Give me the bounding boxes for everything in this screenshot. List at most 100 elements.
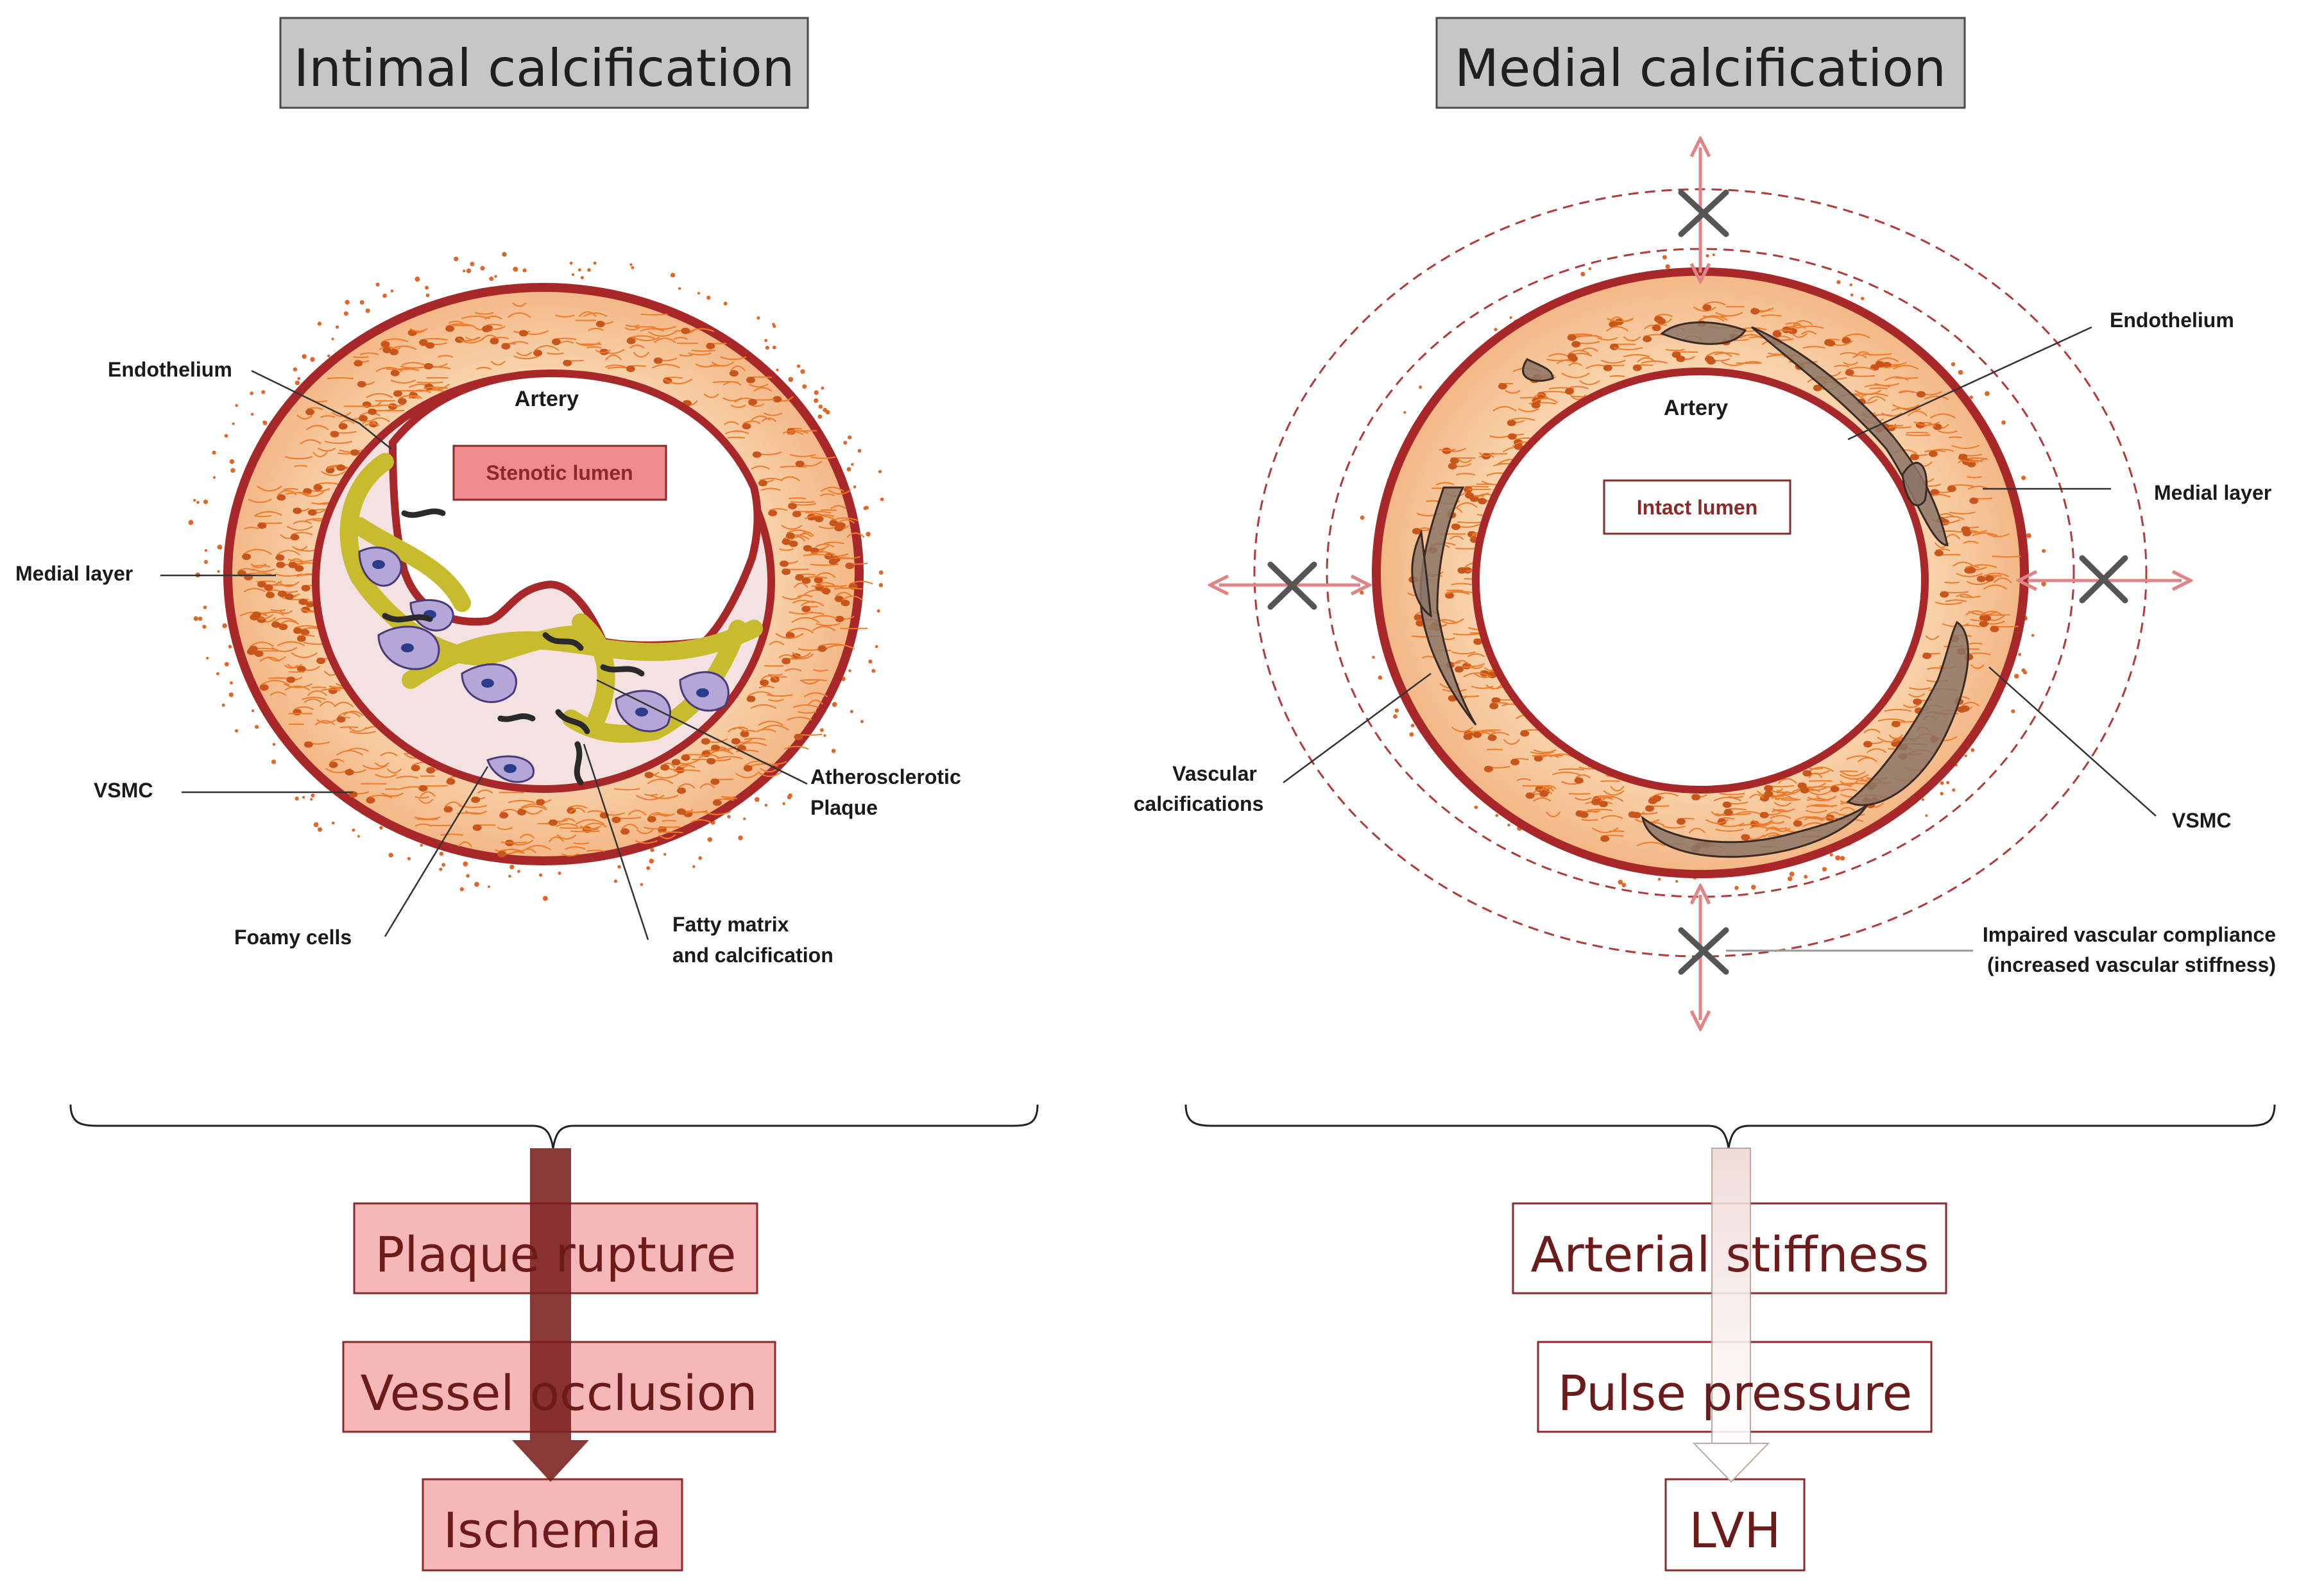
adventitia-dot — [782, 802, 785, 806]
adventitia-dot — [203, 499, 209, 504]
vsmc-nucleus — [1922, 652, 1932, 659]
vsmc-nucleus — [1600, 835, 1610, 842]
medial-fiber — [1770, 815, 1791, 819]
vsmc-nucleus — [758, 480, 767, 487]
adventitia-dot — [1360, 590, 1364, 595]
medial-fiber — [1546, 359, 1569, 362]
medial-fiber — [518, 805, 547, 811]
vsmc-nucleus — [252, 611, 261, 618]
medial-fiber — [448, 320, 464, 324]
medial-fiber — [524, 810, 543, 815]
vsmc-nucleus — [1705, 355, 1714, 362]
vsmc-nucleus — [418, 785, 428, 792]
medial-fiber — [757, 771, 783, 777]
medial-fiber — [314, 720, 336, 726]
medial-fiber — [1797, 325, 1824, 329]
medial-fiber — [1938, 430, 1958, 434]
medial-fiber — [279, 620, 300, 625]
medial-fiber — [321, 688, 341, 692]
adventitia-dot — [317, 321, 322, 326]
vsmc-nucleus — [711, 744, 721, 751]
adventitia-dot — [203, 605, 207, 609]
left-medial-fibers — [237, 302, 873, 858]
adventitia-dot — [593, 261, 597, 265]
plaque-rupture-text: Plaque rupture — [375, 1226, 737, 1283]
vsmc-nucleus — [1645, 805, 1654, 812]
medial-fiber — [781, 525, 803, 530]
vessel-occlusion-text: Vessel occlusion — [361, 1364, 758, 1422]
adventitia-dot — [1951, 362, 1956, 367]
medial-fiber — [415, 796, 430, 799]
medial-fiber — [1463, 672, 1492, 678]
medial-fiber — [690, 819, 712, 823]
adventitia-dot — [489, 276, 494, 282]
medial-fiber — [663, 378, 693, 385]
medial-fiber — [475, 366, 491, 370]
adventitia-dot — [1403, 411, 1406, 414]
medial-fiber — [1603, 790, 1625, 796]
medial-fiber — [621, 824, 639, 829]
medial-fiber — [658, 834, 676, 840]
medial-fiber — [808, 513, 823, 516]
medial-fiber — [688, 328, 715, 332]
medial-fiber — [748, 384, 769, 388]
vsmc-nucleus — [1863, 741, 1872, 748]
medial-fiber — [1966, 566, 1987, 570]
medial-fiber — [1856, 351, 1871, 356]
lvh-text: LVH — [1689, 1502, 1781, 1559]
vsmc-nucleus — [1415, 620, 1425, 627]
adventitia-dot — [1787, 876, 1793, 881]
vsmc-nucleus — [296, 665, 306, 672]
adventitia-dot — [1952, 788, 1956, 792]
vsmc-nucleus — [1845, 369, 1854, 376]
adventitia-dot — [343, 311, 348, 316]
adventitia-dot — [302, 795, 305, 799]
medial-fiber — [1967, 475, 1983, 479]
medial-fiber — [284, 683, 313, 688]
adventitia-dot — [571, 273, 574, 276]
medial-fiber — [362, 420, 377, 425]
adventitia-dot — [352, 828, 355, 832]
vsmc-nucleus — [1990, 625, 1999, 632]
medial-title-box: Medial calcification — [1435, 17, 1966, 109]
vsmc-nucleus — [1830, 786, 1840, 793]
medial-fiber — [1791, 332, 1808, 338]
medial-fiber — [1575, 774, 1591, 779]
vsmc-nucleus — [795, 461, 805, 468]
vsmc-nucleus — [1487, 734, 1497, 742]
adventitia-dot — [230, 681, 233, 684]
vsmc-nucleus — [677, 787, 687, 794]
medial-fiber — [319, 700, 336, 707]
medial-fiber — [1457, 521, 1484, 523]
vsmc-nucleus — [814, 577, 823, 584]
left-artery-label: Artery — [515, 387, 579, 411]
plaque-vsmc-strands — [382, 508, 645, 786]
medial-fiber — [440, 833, 463, 836]
adventitia-dot — [1580, 271, 1585, 276]
vsmc-nucleus — [829, 520, 839, 527]
medial-fiber — [1748, 794, 1765, 799]
medial-fiber — [500, 841, 527, 844]
adventitia-dot — [1985, 391, 1990, 396]
vsmc-nucleus — [795, 574, 805, 581]
medial-fiber — [805, 511, 832, 514]
foamy-cells-label: Foamy cells — [234, 926, 352, 949]
medial-fiber — [498, 849, 524, 853]
adventitia-dot — [819, 728, 824, 733]
medial-fiber — [833, 587, 862, 590]
medial-fiber — [1601, 359, 1626, 364]
medial-fiber — [1534, 749, 1557, 754]
medial-fiber — [1435, 482, 1455, 486]
left-adventitia-dots — [188, 251, 884, 901]
medial-fiber — [1850, 375, 1876, 377]
medial-fiber — [800, 600, 825, 607]
vsmc-nucleus — [257, 581, 267, 588]
medial-fiber — [1451, 726, 1473, 733]
medial-fiber — [547, 352, 564, 355]
medial-fiber — [1509, 417, 1535, 421]
medial-fiber — [336, 750, 363, 756]
medial-fiber — [798, 711, 817, 714]
adventitia-dot — [860, 720, 864, 724]
vsmc-nucleus — [626, 365, 635, 372]
medial-fiber — [814, 572, 836, 579]
